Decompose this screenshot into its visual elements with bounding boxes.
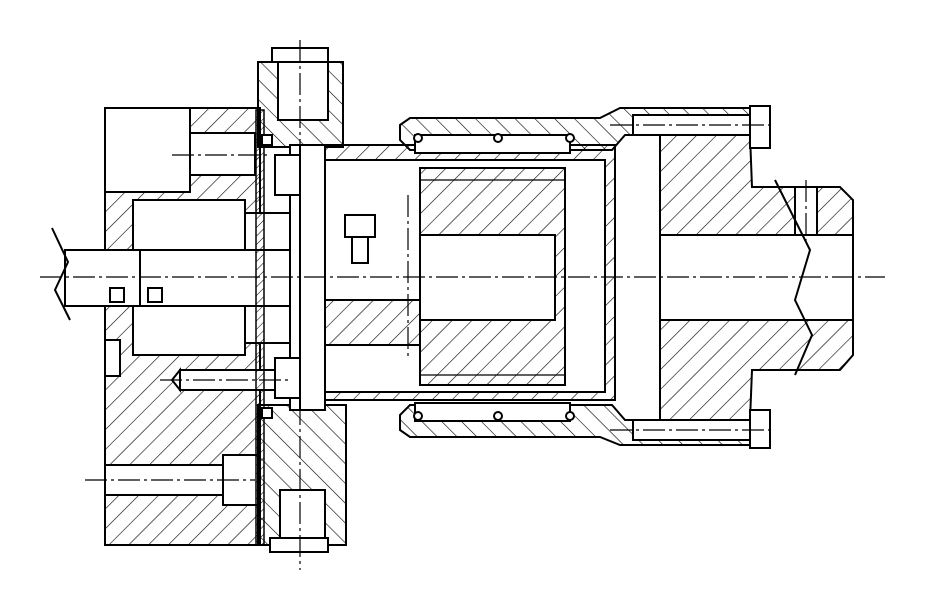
centerlines xyxy=(40,40,885,570)
rotor-cup xyxy=(324,144,616,401)
